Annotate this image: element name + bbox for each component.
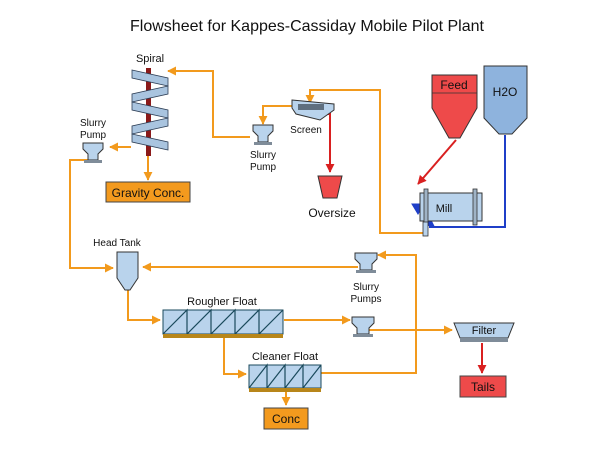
- mill-end-left: [423, 188, 429, 226]
- conc-box: Conc: [263, 407, 309, 430]
- rougher-float-trusses: [162, 308, 284, 336]
- rougher-float-cell: Rougher Float: [162, 296, 284, 338]
- screen-label: Screen: [290, 125, 322, 136]
- tails-label: Tails: [471, 380, 495, 394]
- line-screen-to-oversize: [323, 113, 335, 173]
- slurry-pump-upper-shape: [354, 252, 378, 271]
- tails-box: Tails: [459, 375, 507, 398]
- line-pump-to-spiral: [167, 66, 250, 138]
- line-water-to-mill: [425, 135, 506, 228]
- screen-deck: [298, 104, 324, 110]
- slurry-pump-mid: Slurry Pump: [250, 124, 277, 173]
- line-mill-to-screen: [305, 89, 423, 234]
- slurry-pump-mid-shape: [252, 124, 274, 143]
- mill-discharge: [422, 221, 429, 237]
- vibrating-screen: Screen: [290, 99, 335, 136]
- line-rougher-to-cleaner: [223, 338, 247, 379]
- diagram-title: Flowsheet for Kappes-Cassiday Mobile Pil…: [130, 18, 485, 35]
- slurry-pump-lower-shape: [351, 316, 375, 335]
- slurry-pumps: Slurry Pumps: [350, 252, 382, 337]
- slurry-pumps-label-1: Slurry: [353, 282, 379, 293]
- conc-label: Conc: [272, 412, 300, 426]
- oversize-bin: Oversize: [308, 175, 356, 220]
- line-headtank-to-rougher: [127, 288, 161, 325]
- head-tank: Head Tank: [93, 238, 142, 291]
- gravity-conc-box: Gravity Conc.: [105, 181, 191, 203]
- cleaner-float-label: Cleaner Float: [252, 351, 318, 363]
- slurry-pump-left: Slurry Pump: [80, 118, 107, 163]
- water-flow-lines: [425, 135, 506, 228]
- water-tank: H2O: [483, 65, 528, 135]
- line-cleaner-to-pumps: [318, 250, 417, 374]
- mill-drum: [419, 192, 483, 222]
- slurry-pump-upper-base: [356, 270, 376, 273]
- filter: Filter: [453, 322, 515, 342]
- line-feed-to-mill: [417, 139, 457, 185]
- slurry-pump-mid-label-2: Pump: [250, 162, 277, 173]
- slurry-pump-lower-base: [353, 334, 373, 337]
- spiral-label: Spiral: [136, 53, 164, 65]
- head-tank-label: Head Tank: [93, 238, 142, 249]
- rougher-float-label: Rougher Float: [187, 296, 257, 308]
- gravity-conc-label: Gravity Conc.: [112, 186, 185, 200]
- slurry-pump-left-label-2: Pump: [80, 130, 107, 141]
- feed-hopper: Feed: [431, 74, 478, 139]
- feed-label: Feed: [440, 78, 467, 92]
- oversize-label: Oversize: [308, 206, 356, 220]
- slurry-pump-left-label-1: Slurry: [80, 118, 106, 129]
- filter-label: Filter: [472, 325, 497, 337]
- cleaner-float-base: [249, 388, 321, 392]
- line-pump-left-to-headtank: [69, 159, 114, 273]
- slurry-pumps-label-2: Pumps: [350, 294, 381, 305]
- spiral-concentrator: Spiral: [131, 53, 169, 156]
- slurry-pump-mid-base: [254, 142, 272, 145]
- h2o-label: H2O: [493, 85, 518, 99]
- spiral-helix: [131, 69, 169, 151]
- slurry-pump-mid-label-1: Slurry: [250, 150, 276, 161]
- slurry-pump-left-base: [84, 160, 102, 163]
- line-pumps-to-filter: [361, 325, 453, 336]
- ball-mill: Mill: [411, 188, 483, 237]
- line-screen-to-pump: [258, 105, 292, 125]
- slurry-pump-left-shape: [82, 142, 104, 161]
- mill-label: Mill: [436, 203, 453, 215]
- mill-end-right: [472, 188, 478, 226]
- cleaner-float-trusses: [248, 363, 322, 390]
- cleaner-float-cell: Cleaner Float: [248, 351, 322, 392]
- rougher-float-base: [163, 334, 283, 338]
